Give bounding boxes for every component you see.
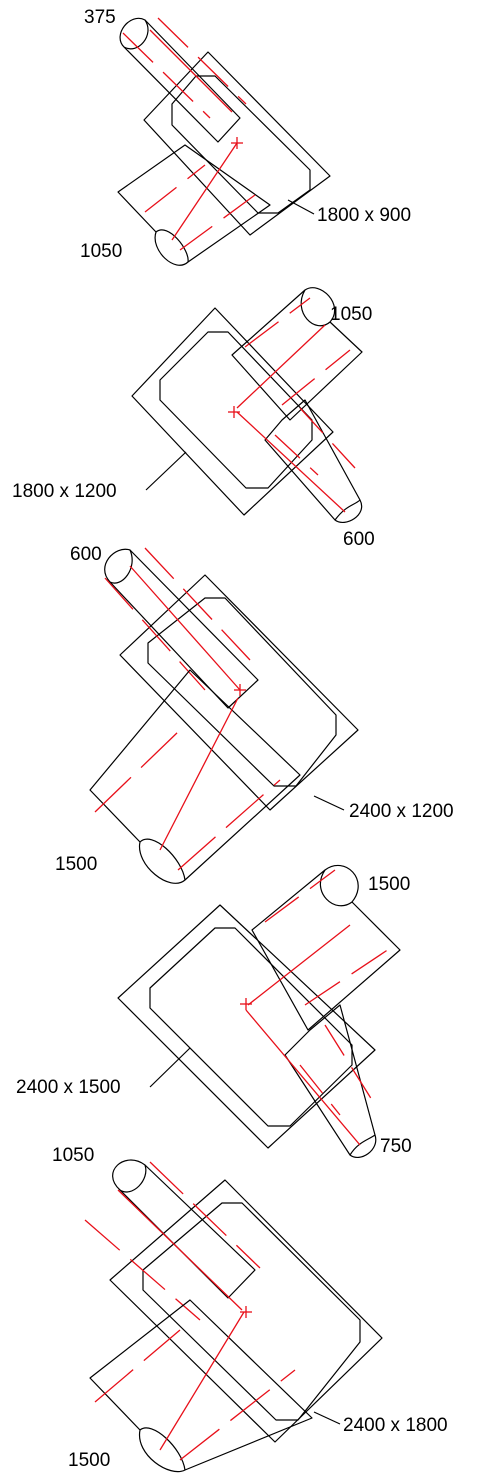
size-leader xyxy=(149,1047,191,1088)
outlet-pipe xyxy=(117,142,271,266)
outlet-pipe xyxy=(89,1299,313,1473)
outlet-pipe xyxy=(236,399,363,523)
outlet-pipe-diameter-label: 750 xyxy=(380,1136,412,1157)
outlet-pipe-diameter-label: 1500 xyxy=(68,1450,110,1471)
chamber-outline xyxy=(117,904,376,1149)
chamber-detail-2400x1500: 2400 x 1500 1500 750 xyxy=(16,864,412,1158)
chamber-detail-2400x1200: 2400 x 1200 600 1500 xyxy=(55,544,454,884)
chamber-size-label: 2400 x 1200 xyxy=(349,801,454,822)
chamber-centre-mark xyxy=(240,1306,252,1318)
size-leader xyxy=(313,1411,341,1425)
size-leader xyxy=(145,451,187,491)
chamber-outline xyxy=(143,51,331,236)
chamber-detail-1800x900: 1800 x 900 375 1050 xyxy=(80,7,411,266)
chamber-centre-mark xyxy=(228,406,240,418)
outlet-pipe-diameter-label: 1500 xyxy=(55,854,97,875)
inlet-pipe-diameter-label: 1050 xyxy=(52,1145,94,1166)
chamber-detail-1800x1200: 1800 x 1200 1050 600 xyxy=(12,287,375,550)
chamber-size-label: 2400 x 1500 xyxy=(16,1077,121,1098)
chamber-size-label: 2400 x 1800 xyxy=(343,1415,448,1436)
inlet-pipe-diameter-label: 1500 xyxy=(368,874,410,895)
chamber-detail-2400x1800: 2400 x 1800 1050 1500 xyxy=(52,1145,448,1473)
inlet-pipe xyxy=(231,287,363,421)
inlet-pipe xyxy=(84,1159,261,1321)
chamber-centre-mark xyxy=(231,137,243,149)
chamber-outline xyxy=(119,574,359,811)
inlet-pipe xyxy=(247,864,401,1031)
chamber-centre-mark xyxy=(234,684,246,696)
chamber-outline xyxy=(131,307,334,516)
inlet-pipe-diameter-label: 375 xyxy=(84,7,116,28)
chamber-outline xyxy=(109,1179,383,1443)
chamber-size-label: 1800 x 900 xyxy=(317,205,411,226)
size-leader xyxy=(287,199,315,215)
inlet-pipe xyxy=(104,547,259,709)
inlet-pipe-diameter-label: 1050 xyxy=(330,304,372,325)
inlet-pipe-diameter-label: 600 xyxy=(70,544,102,565)
outlet-pipe-diameter-label: 600 xyxy=(343,529,375,550)
size-leader xyxy=(313,795,345,811)
chamber-centre-mark xyxy=(240,998,252,1010)
chamber-size-label: 1800 x 1200 xyxy=(12,481,117,502)
outlet-pipe-diameter-label: 1050 xyxy=(80,241,122,262)
inlet-pipe xyxy=(119,17,247,143)
outlet-pipe xyxy=(89,669,301,884)
outlet-pipe xyxy=(245,1004,377,1158)
